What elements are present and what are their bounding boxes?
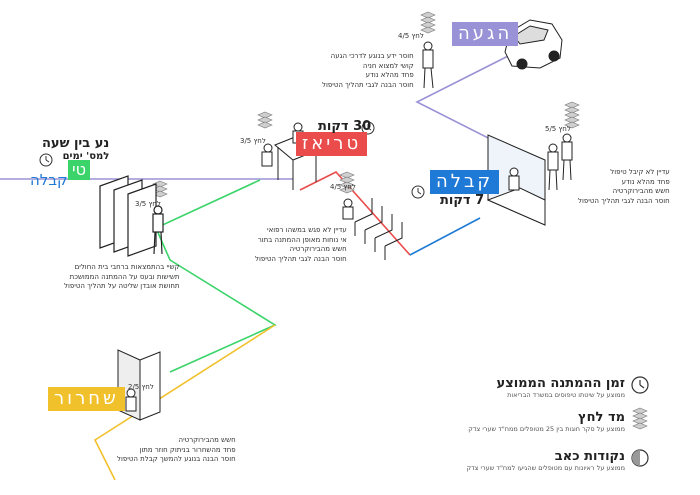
reception-booth-figure [486, 133, 573, 226]
arrival-stress-label: לחץ 4/5 [398, 32, 424, 40]
waiting-chairs-figure [342, 198, 403, 260]
reception-time: 7 דקות [440, 193, 485, 208]
list-item: קשיי בהתמצאות ברחבי בית החולים [74, 263, 180, 271]
list-item: חוסר ידע בנוגע לדרכי הגעה [330, 52, 414, 60]
legend-clock-icon [631, 376, 649, 394]
discharge-stage-tag: שחרור [48, 387, 125, 411]
legend-title: נקודות כאב [554, 449, 625, 464]
arrival-path-line [415, 49, 521, 151]
list-item: עדיין לא קיבל טיפול [610, 168, 670, 176]
legend-item-stress: מד לחץ ממוצע על סקר חוגות בין 25 מטופלים… [468, 410, 625, 433]
arrival-stage-tag: הגעה [452, 22, 519, 46]
clock-icon [39, 121, 425, 199]
legend-subtitle: ממוצע על ראיונות עם מטופלים שהגיעו למח"ד… [466, 464, 625, 472]
list-item: חשש מהבירוקרטיה [289, 245, 347, 253]
waiting-title: נע בין שעה למס' ימים [42, 136, 110, 162]
list-item: פחד מהלא נודע [365, 71, 414, 79]
car-icon [504, 19, 563, 70]
list-item: קושי למצוא חניה [362, 61, 414, 70]
list-item: חשש מהבירוקרטיה [612, 187, 670, 195]
legend-subtitle: ממוצע על סקר חוגות בין 25 מטופלים ממח"ד … [468, 425, 625, 433]
list-item: תחושת אובדן שליטה על תהליך הטיפול [64, 282, 180, 290]
waiting-doors-figure [99, 175, 164, 257]
discharge-pain-points: חשש מהבירוקרטיה פחד מהשחרור בניתוק חוזר … [117, 436, 236, 465]
reception-path-line [409, 217, 481, 256]
discharge-yellow-path-line [93, 324, 276, 481]
triage-stage-tag: טריאז [296, 132, 368, 156]
waiting-green-path-line [154, 179, 277, 373]
list-item: חוסר הבנה לגבי תהליך הטיפול [578, 196, 670, 205]
reception-stress-label: לחץ 5/5 [545, 125, 571, 133]
discharge-stress-label: לחץ 2/5 [128, 383, 154, 391]
waiting-pain-points: קשיי בהתמצאות ברחבי בית החולים תשישות וב… [64, 263, 180, 292]
legend-item-wait-time: זמן ההמתנה הממוצע ממוצע על שיטתו טיפוסים… [496, 376, 625, 399]
legend-subtitle: ממוצע על שיטתו טיפוסים במשרד הבריאות [507, 391, 625, 399]
list-item: תשישות ובעס על ההמתנה הממושכת [69, 272, 180, 281]
legend-pain-points-icon [631, 449, 649, 467]
list-item: חשש מהבירוקרטיה [178, 436, 236, 444]
legend-title: מד לחץ [578, 410, 625, 425]
reception-pain-points: עדיין לא קיבל טיפול פחד מהלא נודע חשש מה… [578, 168, 670, 206]
list-item: חוסר הבנה לגבי תהליך הטיפול [322, 80, 414, 89]
triage-desk-stress-label: לחץ 3/5 [240, 137, 266, 145]
triage-time: 30 דקות [318, 119, 372, 134]
list-item: פחד מהשחרור בניתוק חוזר מתון [139, 445, 236, 454]
list-item: חוסר הבנה לגבי תהליך הטיפול [255, 254, 347, 263]
legend-stress-stack-icon [632, 407, 648, 430]
list-item: חוסר הבנה בנוגע להמשך קבלת הטיפול [117, 455, 236, 463]
waiting-reception-label: קבלה [30, 171, 68, 189]
list-item: פחד מהלא נודע [621, 177, 670, 186]
arrival-pain-points: חוסר ידע בנוגע לדרכי הגעה קושי למצוא חני… [322, 52, 414, 90]
triage-red-path-line [299, 171, 411, 256]
legend-item-pain-points: נקודות כאב ממוצע על ראיונות עם מטופלים ש… [466, 449, 625, 472]
waiting-stress-label: לחץ 3/5 [135, 200, 161, 208]
legend-title: זמן ההמתנה הממוצע [496, 376, 625, 391]
triage-wait-stress-label: לחץ 4/5 [330, 183, 356, 191]
person-arrival-figure [422, 41, 434, 89]
reception-stage-tag: קבלה [430, 170, 500, 194]
triage-pain-points: עדיין לא פגש במשהו רפואי אי נוחות מאופן … [255, 226, 347, 264]
list-item: אי נוחות מאופן ההמתנה בתור [257, 235, 347, 244]
list-item: עדיין לא פגש במשהו רפואי [267, 226, 347, 234]
waiting-stage-tag: טי [68, 160, 90, 180]
